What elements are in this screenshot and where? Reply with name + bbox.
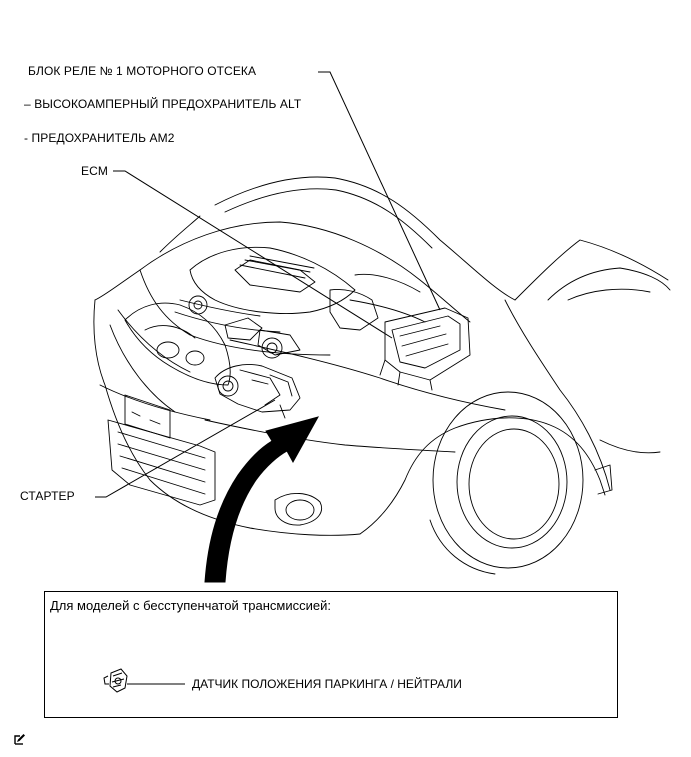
- wheel-tire: [432, 391, 584, 569]
- hood-outline: [214, 176, 516, 301]
- starter-shape: [214, 364, 301, 413]
- alt-fuse-label: – ВЫСОКОАМПЕРНЫЙ ПРЕДОХРАНИТЕЛЬ ALT: [24, 97, 302, 111]
- pointer-arrow: [204, 416, 320, 583]
- relay-block-shape: [384, 307, 471, 381]
- ecm-label: ECM: [81, 164, 108, 178]
- leader-relay: [318, 71, 441, 311]
- cvt-box-title: Для моделей с бесступенчатой трансмиссие…: [50, 598, 331, 613]
- leader-ecm: [113, 170, 393, 339]
- headlight: [124, 302, 231, 386]
- starter-label: СТАРТЕР: [20, 489, 75, 503]
- windshield: [514, 239, 669, 301]
- engine-bay: [139, 221, 471, 323]
- relay-block-label: БЛОК РЕЛЕ № 1 МОТОРНОГО ОТСЕКА: [28, 64, 257, 78]
- front-bumper: [93, 299, 361, 536]
- edit-note-icon[interactable]: [14, 733, 26, 745]
- license-plate: [124, 394, 171, 439]
- am2-fuse-label: - ПРЕДОХРАНИТЕЛЬ AM2: [24, 131, 175, 145]
- park-neutral-switch-icon: [103, 668, 128, 693]
- cvt-models-box: Для моделей с бесступенчатой трансмиссие…: [44, 591, 618, 718]
- engine-cover: [189, 246, 356, 314]
- leader-starter: [95, 399, 276, 498]
- fog-lamp: [274, 493, 322, 526]
- fender: [359, 417, 606, 535]
- grille: [107, 419, 216, 506]
- park-neutral-sensor-label: ДАТЧИК ПОЛОЖЕНИЯ ПАРКИНГА / НЕЙТРАЛИ: [192, 677, 462, 691]
